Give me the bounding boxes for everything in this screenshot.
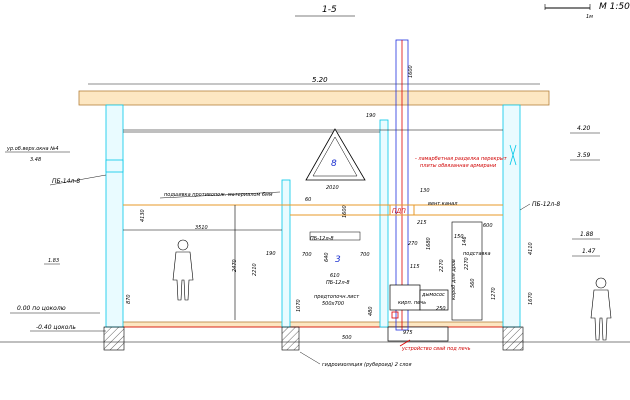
- dim-150: 150: [454, 234, 464, 240]
- foundation-right: [502, 326, 524, 351]
- dim-480: 480: [368, 306, 374, 316]
- roof-beam: [78, 90, 550, 106]
- stove-marker: [391, 311, 399, 319]
- pb-12-right-label: ПБ-12л-8: [532, 201, 560, 208]
- dim-60: 60: [305, 197, 311, 203]
- note-waterproofing-leader: [299, 351, 321, 365]
- person-right: [590, 277, 612, 341]
- dim-2270b: 2270: [464, 257, 470, 270]
- interior-wall-right: [379, 119, 389, 328]
- dim-215: 215: [417, 220, 427, 226]
- scale-bar: [544, 4, 591, 10]
- level-plinth: 0.00 по цоколю: [17, 305, 66, 312]
- note-ceiling-leader: [159, 191, 281, 199]
- triangle-window-inner: [312, 136, 358, 177]
- note-cabinet: короб для дров: [451, 259, 457, 300]
- right-wall: [502, 104, 521, 328]
- dim-250: 250: [436, 306, 446, 312]
- section-label: 1-5: [322, 5, 337, 15]
- pb-12-beam-box: [309, 231, 361, 241]
- fire-cut-mark: ПДП: [392, 208, 406, 215]
- dim-2210: 2210: [252, 263, 258, 276]
- left-wall: [105, 104, 124, 328]
- level-right-1-47: 1.47: [582, 248, 596, 255]
- dim-4130: 4130: [140, 209, 146, 222]
- dim-1680: 1680: [426, 237, 432, 250]
- note-stove-foundation: устройство свай под печь: [401, 346, 471, 352]
- dim-700a: 700: [302, 252, 312, 258]
- triangle-window: [305, 128, 366, 181]
- note-pb-12-center: ПБ-12л-8: [326, 280, 350, 286]
- dim-115: 115: [410, 264, 420, 270]
- dim-610: 610: [330, 273, 340, 279]
- dim-560: 560: [470, 278, 476, 288]
- dim-1600-mid: 1600: [342, 205, 348, 218]
- dim-190: 190: [266, 251, 276, 257]
- foundation-left: [103, 326, 125, 351]
- dim-700b: 700: [360, 252, 370, 258]
- note-vent: вент.канал: [428, 201, 458, 207]
- level-right-3-59: 3.59: [577, 152, 591, 159]
- dim-1270: 1270: [491, 287, 497, 300]
- right-wall-cross-b: [509, 144, 517, 166]
- fire-cut-block: [389, 204, 415, 216]
- beam-width-label: 5.20: [312, 76, 328, 84]
- note-waterproofing: гидроизоляция (рубероид) 2 слоя: [322, 362, 412, 368]
- note-fire-cut: - ламарбетная разделка перекрыт: [415, 156, 508, 162]
- note-stove-lining: предтопочн.лист: [314, 294, 360, 300]
- level-right-1-88: 1.88: [580, 231, 594, 238]
- dim-500: 500: [342, 335, 352, 341]
- scale-text: M 1:50: [599, 2, 630, 12]
- cabinet: [451, 221, 483, 321]
- room-number: 3: [335, 255, 341, 265]
- note-pb-12-mid: ПБ-12л-8: [310, 236, 334, 242]
- foundation-mid: [281, 326, 300, 351]
- dim-190-top: 190: [366, 113, 376, 119]
- level-window-top-label: ур.об.верх.окна №4: [6, 146, 59, 152]
- interior-wall-left: [281, 179, 291, 328]
- note-flat-left: кирп. печь: [398, 300, 426, 306]
- note-fire-cut-2: плиты обвязанная армирани: [420, 163, 497, 169]
- scale-unit: 1м: [586, 14, 593, 20]
- pb-14-label: ПБ-14л-8: [52, 178, 80, 185]
- dim-870: 870: [126, 294, 132, 304]
- window-number: 8: [331, 159, 337, 169]
- dim-130: 130: [420, 188, 430, 194]
- level-foundation: -0.40 цоколь: [36, 324, 76, 331]
- pb-14-leader: [49, 174, 107, 186]
- note-stove-foundation-leader: [399, 339, 411, 347]
- person-left: [172, 239, 194, 301]
- stove-footing: [387, 326, 449, 342]
- dim-2010: 2010: [326, 185, 339, 191]
- note-stove-lining-size: 500х700: [322, 301, 344, 307]
- dim-1070: 1070: [296, 299, 302, 312]
- dim-146: 146: [462, 236, 468, 246]
- dim-4110: 4110: [528, 242, 534, 255]
- level-window-top-value: 3.48: [30, 157, 41, 163]
- floor-slab: [111, 321, 521, 328]
- lintel-left: [105, 159, 124, 173]
- dim-3510: 3510: [195, 225, 208, 231]
- dim-chimney-height: 1600: [408, 65, 414, 78]
- dim-600: 600: [483, 223, 493, 229]
- dim-640: 640: [324, 252, 330, 262]
- dim-2270: 2270: [439, 259, 445, 272]
- pb-12-right-leader: [519, 203, 531, 211]
- note-small-box: дымосос: [421, 292, 445, 298]
- stove-box: [419, 289, 449, 311]
- dim-975: 975: [403, 330, 413, 336]
- dim-2470: 2470: [232, 259, 238, 272]
- stove-body: [389, 284, 421, 311]
- dim-1670: 1670: [528, 292, 534, 305]
- dim-270: 270: [408, 241, 418, 247]
- level-1-83: 1.83: [48, 258, 59, 264]
- level-right-4-20: 4.20: [577, 125, 591, 132]
- note-hall: подставка: [463, 251, 491, 257]
